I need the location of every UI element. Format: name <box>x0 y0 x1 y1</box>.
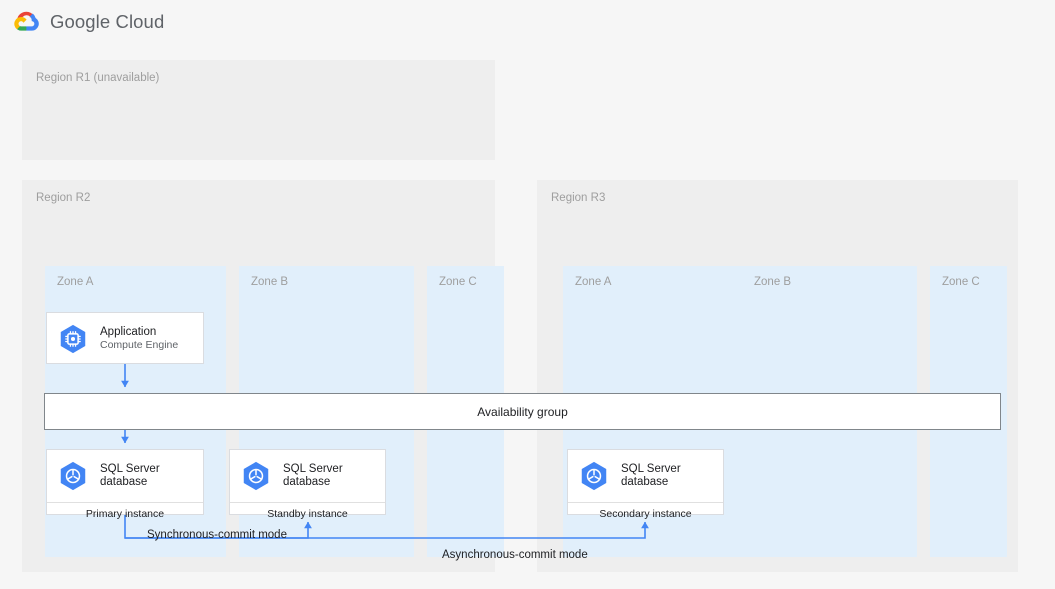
node-sql-server-secondary[interactable]: SQL Server database Secondary instance <box>567 449 724 520</box>
connector-label-asynchronous-commit: Asynchronous-commit mode <box>442 549 588 561</box>
google-cloud-logo-icon <box>14 9 40 35</box>
node-sql-server-standby-title: SQL Server database <box>283 462 343 489</box>
region-r3-label: Region R3 <box>551 192 606 204</box>
node-application-text: Application Compute Engine <box>100 326 178 353</box>
node-application[interactable]: Application Compute Engine <box>46 312 204 364</box>
zone-r3-a-label: Zone A <box>575 276 612 288</box>
zone-r3-c-label: Zone C <box>942 276 980 288</box>
zone-r2-c-label: Zone C <box>439 276 477 288</box>
node-application-body: Application Compute Engine <box>47 313 203 365</box>
node-sql-server-standby[interactable]: SQL Server database Standby instance <box>229 449 386 520</box>
node-sql-server-secondary-text: SQL Server database <box>621 463 681 490</box>
app-header: Google Cloud <box>0 0 1055 44</box>
node-sql-server-standby-text: SQL Server database <box>283 463 343 490</box>
node-sql-server-secondary-role: Secondary instance <box>568 502 723 526</box>
node-sql-server-secondary-title: SQL Server database <box>621 462 681 489</box>
availability-group[interactable]: Availability group <box>44 393 1001 430</box>
sql-server-database-icon <box>577 459 611 493</box>
node-sql-server-primary-title: SQL Server database <box>100 462 160 489</box>
node-sql-server-standby-body: SQL Server database <box>230 450 385 502</box>
region-r1: Region R1 (unavailable) <box>22 60 495 160</box>
zone-r3-b-label: Zone B <box>754 276 792 288</box>
connector-label-synchronous-commit: Synchronous-commit mode <box>147 529 287 541</box>
node-sql-server-primary-body: SQL Server database <box>47 450 203 502</box>
region-r1-label: Region R1 (unavailable) <box>36 72 160 84</box>
google-cloud-wordmark: Google Cloud <box>50 11 165 32</box>
compute-engine-icon <box>56 322 90 356</box>
node-sql-server-secondary-body: SQL Server database <box>568 450 723 502</box>
sql-server-database-icon <box>239 459 273 493</box>
node-application-subtitle: Compute Engine <box>100 339 179 351</box>
node-sql-server-primary[interactable]: SQL Server database Primary instance <box>46 449 204 520</box>
availability-group-label: Availability group <box>477 404 568 419</box>
zone-r2-a-label: Zone A <box>57 276 94 288</box>
zone-r2-b-label: Zone B <box>251 276 289 288</box>
sql-server-database-icon <box>56 459 90 493</box>
node-application-title: Application <box>100 325 157 338</box>
architecture-diagram-canvas: Region R1 (unavailable) Region R2 Zone A… <box>0 44 1055 589</box>
region-r2-label: Region R2 <box>36 192 91 204</box>
node-sql-server-standby-role: Standby instance <box>230 502 385 526</box>
node-sql-server-primary-role: Primary instance <box>47 502 203 526</box>
node-sql-server-primary-text: SQL Server database <box>100 463 160 490</box>
